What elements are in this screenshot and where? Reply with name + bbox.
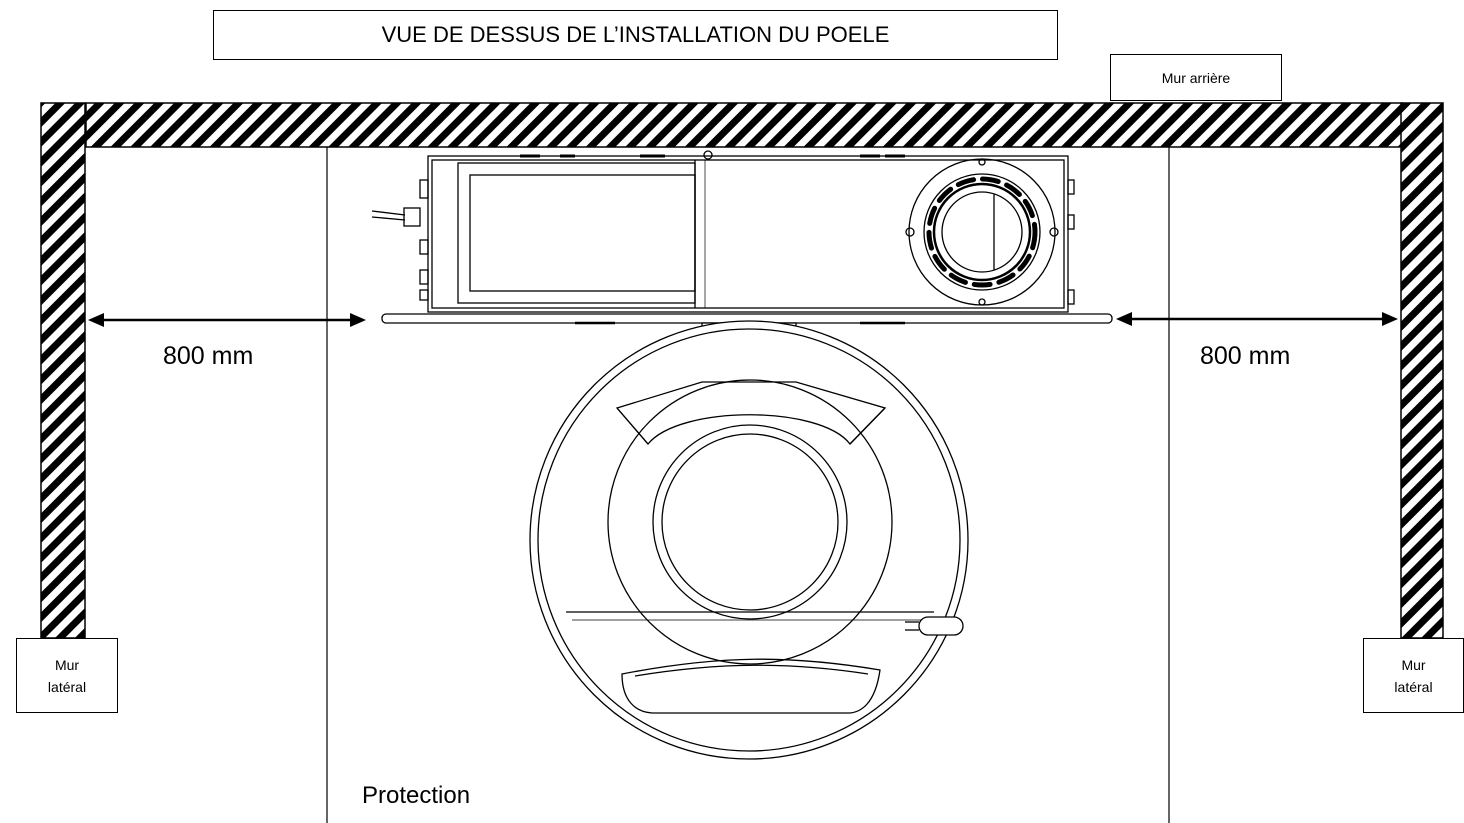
- title-box: VUE DE DESSUS DE L’INSTALLATION DU POELE: [213, 10, 1058, 60]
- stove-rear-body: [371, 150, 1075, 313]
- left-side-wall-label-box: Mur latéral: [16, 638, 118, 713]
- back-wall: [85, 102, 1403, 148]
- dimension-label-right: 800 mm: [1200, 342, 1291, 370]
- dimension-arrow-left: [88, 313, 366, 327]
- right-side-wall-label-box: Mur latéral: [1363, 638, 1464, 713]
- dimension-arrow-right: [1116, 312, 1398, 326]
- back-wall-label-box: Mur arrière: [1110, 54, 1282, 101]
- right-side-wall: [1400, 102, 1444, 639]
- dimension-label-left: 800 mm: [163, 342, 254, 370]
- stove-round-body: [529, 320, 969, 760]
- back-wall-label: Mur arrière: [1161, 69, 1231, 86]
- protection-label: Protection: [362, 782, 471, 809]
- left-side-wall: [40, 102, 86, 639]
- right-side-wall-label: Mur latéral: [1394, 656, 1433, 695]
- flue-vent-slots: [926, 176, 1038, 288]
- left-side-wall-label: Mur latéral: [47, 656, 87, 695]
- diagram-title: VUE DE DESSUS DE L’INSTALLATION DU POELE: [381, 22, 890, 47]
